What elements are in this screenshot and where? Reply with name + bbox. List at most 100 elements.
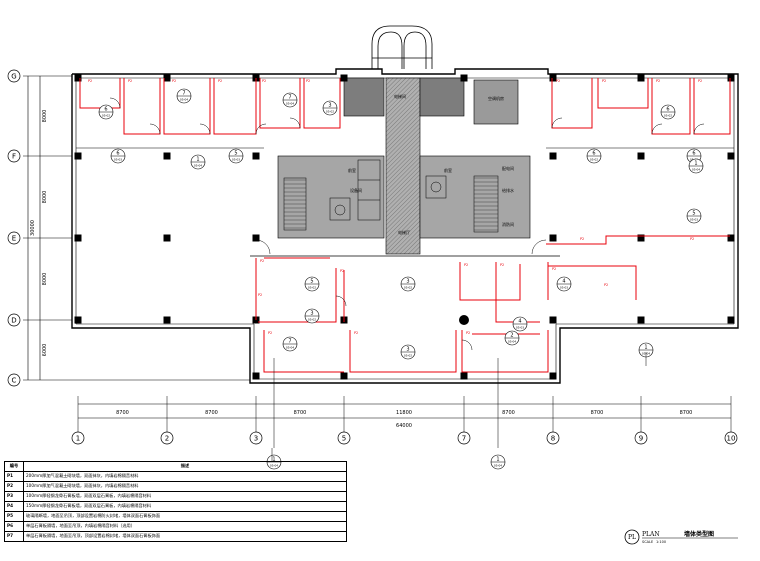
wall-tag: P2: [604, 283, 608, 287]
legend-description: 单层石膏板隔墙，地面至吊顶，顶部设置岩棉封堵，墙体双面石膏板饰面: [23, 531, 347, 542]
grid-col-10: 10: [724, 431, 738, 445]
wall-tag: P2: [580, 237, 584, 241]
column: [460, 372, 468, 380]
section-callout: 305-02: [400, 344, 416, 360]
drawing-title-block: PL PLAN 墙体类型图 SCALE 1:100: [624, 529, 738, 545]
column: [637, 316, 645, 324]
callout-number: 6: [692, 151, 695, 157]
grid-col-7: 7: [457, 431, 471, 445]
wall-tag: P2: [268, 331, 272, 335]
callout-ref: 05-04: [286, 102, 294, 106]
room-label: 前室: [444, 167, 452, 173]
legend-description: 200mm厚加气混凝土砌块墙，双面抹灰，内填岩棉隔音材料: [23, 471, 347, 482]
callout-ref: 05-02: [590, 158, 598, 162]
section-callout: 605-03: [110, 148, 126, 164]
column: [637, 234, 645, 242]
callout-ref: 05-04: [194, 164, 202, 168]
column: [727, 74, 735, 82]
scale-value: 1:100: [656, 540, 666, 544]
column-dimension-text: 8700: [591, 410, 604, 416]
column: [74, 234, 82, 242]
section-callout: 105-04: [190, 154, 206, 170]
callout-ref: 05-04: [508, 340, 516, 344]
column: [163, 74, 171, 82]
grid-col-9: 9: [634, 431, 648, 445]
column-dimension-text: 8700: [294, 410, 307, 416]
legend-code: P5: [4, 511, 24, 522]
drawing-title: 墙体类型图: [684, 530, 714, 538]
row-dimension-text: 8000: [42, 110, 48, 123]
callout-ref: 05-04: [494, 464, 502, 468]
wall-tag: P2: [698, 79, 702, 83]
plan-label: PLAN: [642, 531, 660, 538]
callout-ref: 05-02: [404, 286, 412, 290]
section-callout: 605-02: [98, 104, 114, 120]
section-callout: 505-02: [304, 276, 320, 292]
column-dimension-text: 8700: [680, 410, 693, 416]
section-callout: 105-04: [490, 454, 506, 470]
legend-header-code: 编号: [4, 461, 24, 472]
roof-stair-tower: [371, 25, 433, 69]
room-label: 电梯厅: [398, 229, 410, 235]
wall-tag: P2: [172, 79, 176, 83]
row-dimension-chain: [23, 75, 250, 381]
room-label: 空调机房: [488, 95, 504, 101]
column: [163, 152, 171, 160]
partition-walls: [79, 78, 731, 373]
svg-text:G: G: [11, 73, 16, 81]
row-dimension-text: 6000: [42, 344, 48, 357]
column: [163, 234, 171, 242]
svg-text:5: 5: [342, 435, 346, 443]
section-callout: 405-03: [556, 276, 572, 292]
section-callout: 605-02: [586, 148, 602, 164]
callout-ref: 05-03: [690, 218, 698, 222]
stair-treads: [284, 177, 498, 231]
callout-number: 7: [182, 91, 185, 97]
row-dimension-text: 8000: [42, 191, 48, 204]
section-callout: 305-02: [400, 276, 416, 292]
svg-text:1: 1: [76, 435, 80, 443]
wall-tag: P2: [500, 263, 504, 267]
grid-col-2: 2: [160, 431, 174, 445]
callout-number: 3: [406, 347, 409, 353]
column: [727, 152, 735, 160]
row-total-text: 30000: [30, 220, 36, 236]
column: [549, 74, 557, 82]
wall-tag: P2: [656, 79, 660, 83]
wall-tag: P2: [552, 267, 556, 271]
callout-ref: 05-03: [114, 158, 122, 162]
callout-ref: 05-02: [308, 286, 316, 290]
wall-tag: P2: [88, 79, 92, 83]
callout-number: 1: [196, 157, 199, 163]
svg-text:D: D: [11, 317, 16, 325]
callout-number: 6: [666, 107, 669, 113]
section-callout: 305-02: [304, 308, 320, 324]
row-grid-bubbles: G F E D C: [7, 69, 21, 387]
legend-code: P7: [4, 531, 24, 542]
legend-code: P4: [4, 501, 24, 512]
wall-tag: P2: [466, 331, 470, 335]
column-dimension-text: 8700: [205, 410, 218, 416]
structural-columns: [74, 74, 735, 380]
svg-text:8: 8: [551, 435, 555, 443]
wall-tag: P2: [340, 269, 344, 273]
callout-number: 6: [104, 107, 107, 113]
svg-text:7: 7: [462, 435, 466, 443]
wall-tag: P2: [128, 79, 132, 83]
room-label: 前室: [348, 167, 356, 173]
grid-row-C: C: [7, 373, 21, 387]
svg-text:F: F: [12, 153, 16, 161]
wall-tag: P2: [306, 79, 310, 83]
callout-number: 2: [510, 333, 513, 339]
building-core: [277, 77, 531, 255]
legend-description: 150mm厚轻钢龙骨石膏板墙，双面双层石膏板，内填岩棉隔音材料: [23, 501, 347, 512]
grid-row-E: E: [7, 231, 21, 245]
column: [549, 234, 557, 242]
section-callout: 705-04: [282, 92, 298, 108]
callout-number: 7: [288, 339, 291, 345]
wall-tag: P2: [258, 293, 262, 297]
